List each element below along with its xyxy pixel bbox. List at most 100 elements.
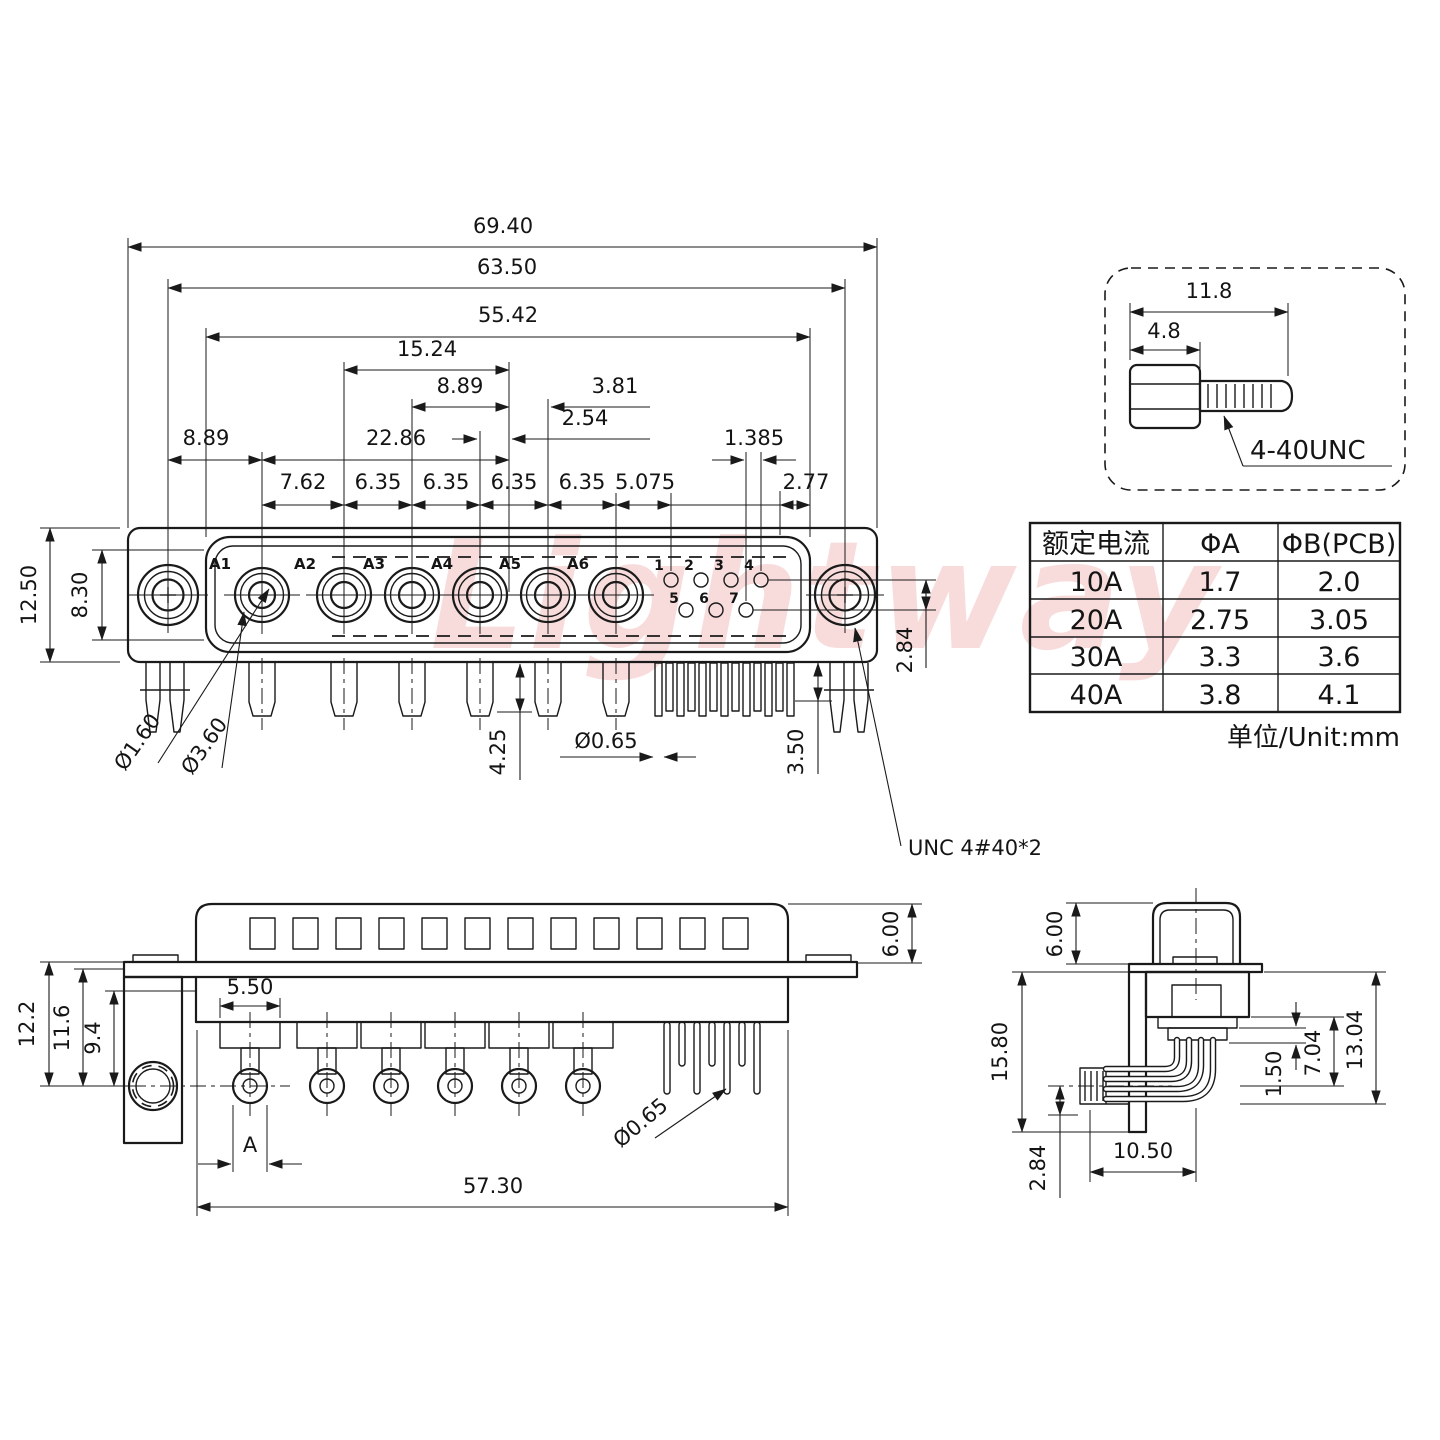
spec-table: 额定电流 ΦA ΦB(PCB) 10A 1.7 2.0 20A 2.75 3.0… [1028,521,1402,753]
dim-381: 3.81 [592,374,639,398]
dim-shoulder: 5.50 [227,975,274,999]
signal-tails-side [663,1021,761,1095]
dim-1580: 15.80 [988,1022,1012,1082]
chain-635c: 6.35 [491,470,538,494]
cell-dia-a-10a: 1.7 [1199,567,1242,598]
cell-current-10a: 10A [1070,567,1123,598]
detail-boundary [1104,267,1406,491]
chain-635b: 6.35 [423,470,470,494]
bracket-strip [1127,970,1148,1134]
contact-label-a5: A5 [499,555,521,573]
cell-dia-b-30a: 3.6 [1318,642,1361,673]
dim-pin-length: 3.50 [784,729,808,776]
flange-tab-left [132,954,179,963]
dim-150: 1.50 [1262,1051,1286,1098]
contact-label-a4: A4 [431,555,453,573]
contact-label-a2: A2 [294,555,316,573]
dim-1304: 13.04 [1343,1010,1367,1070]
chain-762: 7.62 [280,470,327,494]
cell-current-20a: 20A [1070,605,1123,636]
dim-5730: 57.30 [463,1174,523,1198]
dim-704: 7.04 [1301,1030,1325,1077]
table-header-dia-a: ΦA [1200,529,1240,560]
dim-screw-head: 4.8 [1147,319,1180,343]
dim-flange-height: 12.50 [17,565,41,625]
dim-889a: 8.89 [183,426,230,450]
flange-tab-right [805,954,852,963]
dim-1385: 1.385 [724,426,784,450]
screwlock-prongs-right [824,663,874,733]
dim-1050: 10.50 [1113,1139,1173,1163]
dim-total-width: 69.40 [473,214,533,238]
dim-hole-span: 63.50 [477,255,537,279]
bracket-left [40,975,290,1145]
dim-shell-600: 6.00 [879,911,903,958]
dim-shell-width: 55.42 [478,303,538,327]
unit-note: 单位/Unit:mm [1227,723,1400,753]
right-view: 6.00 15.80 2.84 10.50 1.50 7.04 13.04 [988,888,1386,1198]
dim-pin-dia-side: Ø0.65 [609,1093,673,1152]
dim-284-right: 2.84 [1026,1145,1050,1192]
pin-label-1: 1 [654,558,664,574]
pin-label-6: 6 [699,591,709,607]
cell-dia-a-20a: 2.75 [1190,605,1250,636]
screw-detail: 11.8 4.8 4-40UNC [1104,267,1406,491]
chain-5075: 5.075 [615,470,675,494]
table-row-30a: 30A 3.3 3.6 [1070,642,1361,673]
cell-dia-b-40a: 4.1 [1318,680,1361,711]
thumbscrew-drawing [1128,363,1294,430]
dim-889b: 8.89 [437,374,484,398]
dim-277: 2.77 [783,470,830,494]
front-view: A1 A2 A3 A4 A5 A6 1 2 3 4 5 6 7 [17,214,1042,860]
shell-slots [249,917,749,950]
side-view: 12.2 11.6 9.4 5.50 A 57.30 Ø0.65 6.00 [15,902,922,1216]
dim-1524: 15.24 [397,337,457,361]
insulator-block [1144,970,1251,1019]
table-header-current: 额定电流 [1042,529,1150,560]
dim-94: 9.4 [81,1021,105,1054]
dim-shell-600-right: 6.00 [1043,911,1067,958]
chain-635d: 6.35 [559,470,606,494]
contact-label-a1: A1 [209,555,231,573]
mounting-screw-left [128,557,208,633]
thread-spec-label: 4-40UNC [1250,436,1366,466]
table-border [1028,521,1402,714]
cell-dia-a-40a: 3.8 [1199,680,1242,711]
dim-row-pitch: 2.84 [893,627,917,674]
insulator-step2 [1167,1027,1228,1041]
pin-label-7: 7 [729,591,739,607]
dim-a: A [243,1133,258,1157]
contact-label-a6: A6 [567,555,589,573]
cell-dia-b-10a: 2.0 [1318,567,1361,598]
cell-dia-a-30a: 3.3 [1199,642,1242,673]
pin-label-5: 5 [669,591,679,607]
unc-screwlock-label: UNC 4#40*2 [908,836,1042,860]
flange-tab [1172,956,1218,965]
cell-current-40a: 40A [1070,680,1123,711]
body-outline [194,902,790,964]
dim-screw-length: 11.8 [1186,279,1233,303]
coax-tails-side [219,1012,614,1116]
coax-tails [248,658,630,730]
contact-label-a3: A3 [363,555,385,573]
insulator-step1 [1157,1016,1238,1029]
pin-label-3: 3 [714,558,724,574]
dim-2286: 22.86 [366,426,426,450]
dim-254: 2.54 [562,406,609,430]
table-header-dia-b: ΦB(PCB) [1282,529,1397,560]
screwlock-prongs-left [140,663,190,733]
dim-tail-length: 4.25 [486,729,510,776]
dim-shell-height: 8.30 [68,572,92,619]
dshell-inner [214,545,802,644]
pin-label-2: 2 [684,558,694,574]
cell-current-30a: 30A [1070,642,1123,673]
dim-pin-diameter: Ø0.65 [574,729,637,753]
table-row-10a: 10A 1.7 2.0 [1070,567,1361,598]
dim-122: 12.2 [15,1001,39,1048]
dim-inner-diameter: Ø1.60 [109,709,165,775]
table-row-20a: 20A 2.75 3.05 [1070,605,1369,636]
chain-635a: 6.35 [355,470,402,494]
bent-pins [1102,1036,1217,1103]
